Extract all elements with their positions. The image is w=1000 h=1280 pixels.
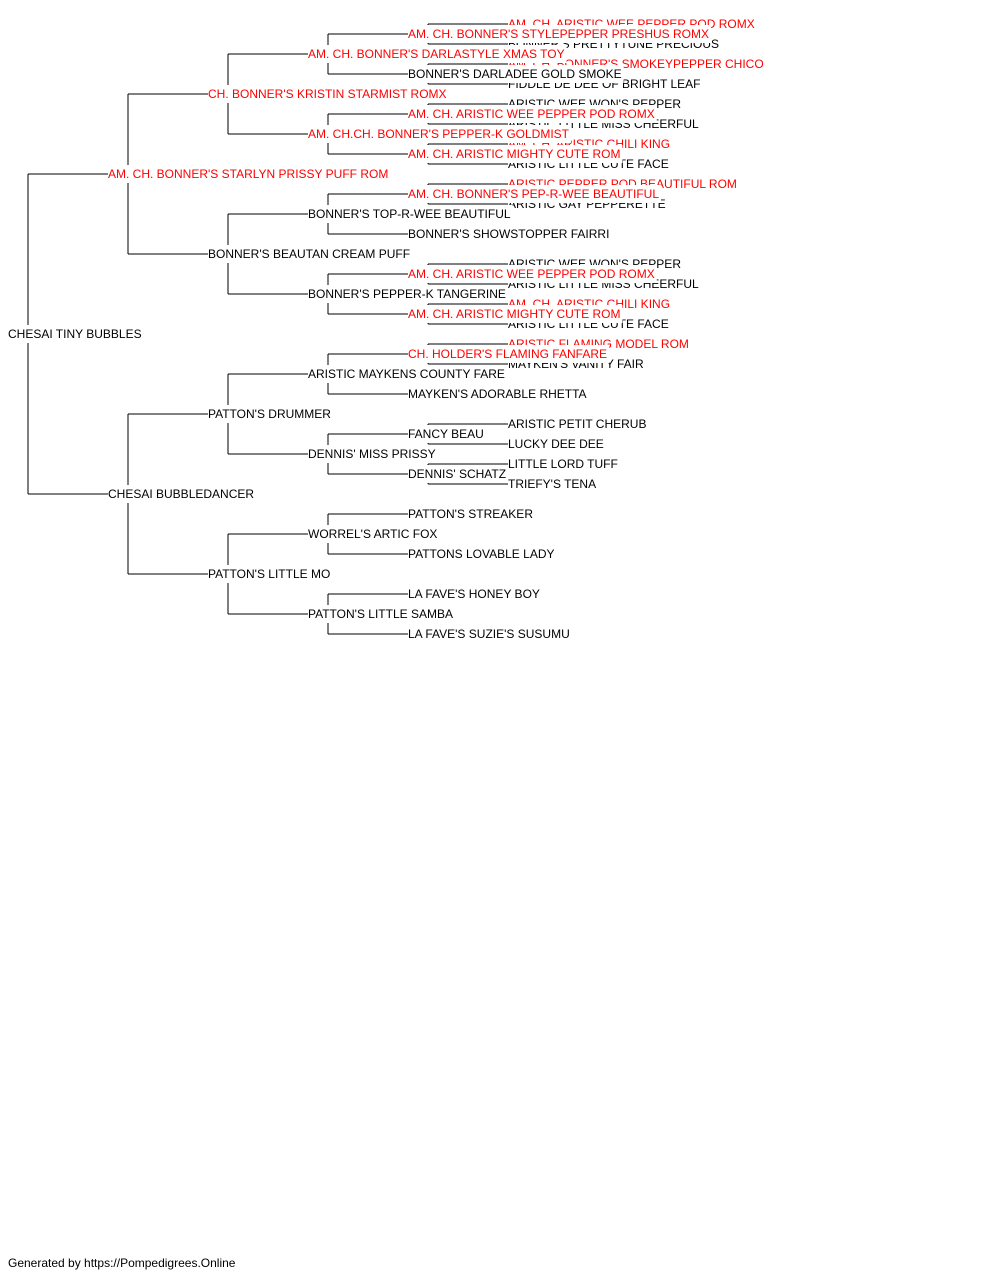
ancestor-name: WORREL'S ARTIC FOX (308, 527, 437, 541)
label-background (406, 145, 623, 163)
ancestor-name: FANCY BEAU (408, 427, 484, 441)
ancestor-name: AM. CH. ARISTIC MIGHTY CUTE ROM (408, 307, 620, 321)
label-background (406, 385, 589, 403)
ancestor-name: BONNER'S PEPPER-K TANGERINE (308, 287, 506, 301)
label-background (506, 475, 599, 493)
pedigree-tree: AM. CH. ARISTIC WEE PEPPER POD ROMX BONNE… (6, 15, 766, 643)
ancestor-name: PATTON'S LITTLE MO (208, 567, 330, 581)
ancestor-name: ARISTIC PETIT CHERUB (508, 417, 646, 431)
ancestor-name: LA FAVE'S SUZIE'S SUSUMU (408, 627, 570, 641)
label-background (406, 625, 572, 643)
ancestor-name: BONNER'S DARLADEE GOLD SMOKE (408, 67, 622, 81)
ancestor-name: AM. CH. BONNER'S PEP-R-WEE BEAUTIFUL (408, 187, 659, 201)
label-background (406, 505, 535, 523)
label-background (406, 345, 609, 363)
label-background (206, 245, 413, 263)
ancestor-name: BONNER'S TOP-R-WEE BEAUTIFUL (308, 207, 511, 221)
label-background (306, 285, 508, 303)
ancestor-name: AM. CH. BONNER'S STYLEPEPPER PRESHUS ROM… (408, 27, 709, 41)
ancestor-name: LA FAVE'S HONEY BOY (408, 587, 540, 601)
label-background (306, 445, 438, 463)
label-background (106, 165, 391, 183)
ancestor-name: CH. BONNER'S KRISTIN STARMIST ROMX (208, 87, 447, 101)
label-background (406, 65, 624, 83)
subject-name: CHESAI TINY BUBBLES (8, 327, 142, 341)
label-background (206, 85, 449, 103)
label-background (206, 405, 333, 423)
label-background (306, 45, 567, 63)
ancestor-name: AM. CH. ARISTIC MIGHTY CUTE ROM (408, 147, 620, 161)
ancestor-name: PATTONS LOVABLE LADY (408, 547, 555, 561)
ancestor-name: BONNER'S BEAUTAN CREAM PUFF (208, 247, 410, 261)
ancestor-name: LUCKY DEE DEE (508, 437, 604, 451)
ancestor-name: AM. CH. BONNER'S STARLYN PRISSY PUFF ROM (108, 167, 388, 181)
label-background (406, 465, 509, 483)
label-background (406, 225, 612, 243)
ancestor-name: TRIEFY'S TENA (508, 477, 596, 491)
label-background (406, 425, 486, 443)
label-background (306, 605, 455, 623)
ancestor-name: DENNIS' MISS PRISSY (308, 447, 436, 461)
label-background (406, 585, 542, 603)
label-background (306, 125, 571, 143)
label-background (406, 185, 661, 203)
label-background (306, 205, 513, 223)
label-background (406, 265, 657, 283)
label-background (6, 325, 144, 343)
ancestor-name: LITTLE LORD TUFF (508, 457, 618, 471)
label-background (506, 415, 649, 433)
label-background (406, 305, 623, 323)
ancestor-name: PATTON'S DRUMMER (208, 407, 331, 421)
label-background (306, 365, 507, 383)
label-background (406, 105, 657, 123)
label-background (106, 485, 257, 503)
ancestor-name: ARISTIC MAYKENS COUNTY FARE (308, 367, 505, 381)
label-background (306, 525, 440, 543)
label-background (506, 435, 606, 453)
ancestor-name: DENNIS' SCHATZ (408, 467, 506, 481)
label-background (406, 25, 712, 43)
footer-credit: Generated by https://Pompedigrees.Online (8, 1256, 236, 1270)
ancestor-name: AM. CH. ARISTIC WEE PEPPER POD ROMX (408, 267, 655, 281)
label-background (406, 545, 557, 563)
ancestor-name: PATTON'S STREAKER (408, 507, 533, 521)
ancestor-name: CHESAI BUBBLEDANCER (108, 487, 254, 501)
label-background (506, 455, 620, 473)
ancestor-name: AM. CH.CH. BONNER'S PEPPER-K GOLDMIST (308, 127, 570, 141)
ancestor-name: AM. CH. BONNER'S DARLASTYLE XMAS TOY (308, 47, 565, 61)
ancestor-name: AM. CH. ARISTIC WEE PEPPER POD ROMX (408, 107, 655, 121)
ancestor-name: MAYKEN'S ADORABLE RHETTA (408, 387, 587, 401)
label-background (206, 565, 333, 583)
ancestor-name: PATTON'S LITTLE SAMBA (308, 607, 453, 621)
ancestor-name: CH. HOLDER'S FLAMING FANFARE (408, 347, 607, 361)
ancestor-name: BONNER'S SHOWSTOPPER FAIRRI (408, 227, 609, 241)
